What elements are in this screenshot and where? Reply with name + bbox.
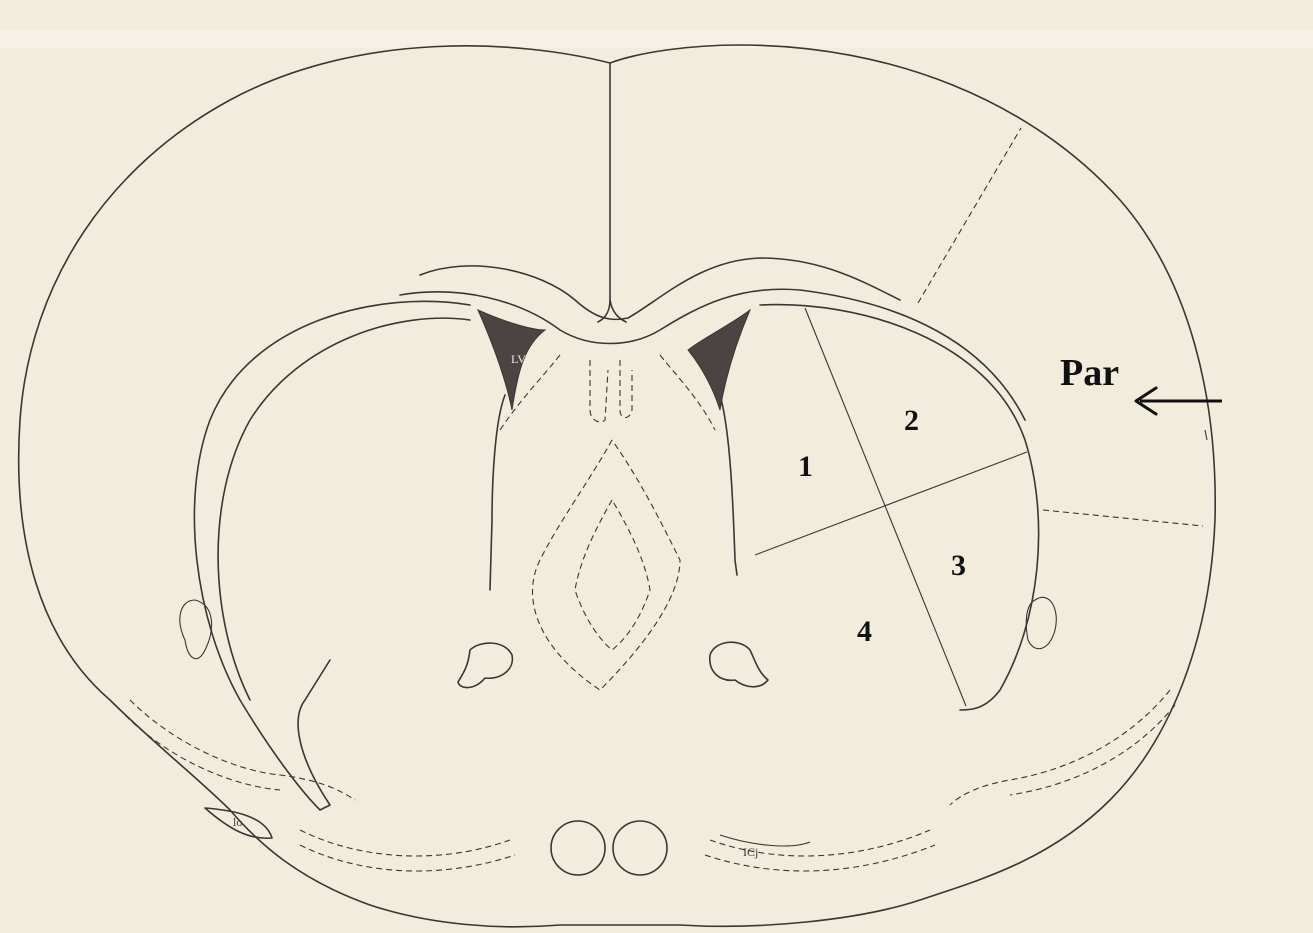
parietal-edge-tick: [1205, 430, 1207, 440]
region-label-3: 3: [951, 549, 966, 582]
paper-edge-band: [0, 30, 1313, 48]
quadrant-line-cross: [755, 452, 1027, 555]
corpus-callosum-upper: [420, 258, 900, 319]
parietal-boundary-lower: [1043, 510, 1203, 526]
left-bottom-label: lo: [233, 815, 242, 829]
ventricle-label: LV: [511, 352, 526, 366]
parietal-boundary-upper: [918, 128, 1021, 303]
right-anterior-commissure: [710, 642, 768, 687]
central-ridge-dashed-inner: [575, 500, 650, 650]
right-bottom-label: ICj: [743, 845, 758, 859]
left-inner-capsule: [218, 318, 470, 700]
central-ridge-dashed: [533, 440, 681, 690]
right-striatum-outline: [760, 305, 1039, 710]
ventral-left-dashed-2: [300, 845, 515, 871]
right-lateral-ventricle: [688, 310, 750, 410]
right-optic-circle: [613, 821, 667, 875]
quadrant-line-diagonal: [805, 308, 966, 706]
septum-dashed-right: [620, 360, 632, 418]
parietal-label: Par: [1060, 352, 1119, 394]
region-label-1: 1: [798, 450, 813, 483]
left-striatum-outline: [194, 301, 470, 810]
midline-fissure: [598, 63, 610, 322]
left-side-lobe: [180, 600, 212, 659]
left-striatum-medial: [490, 395, 505, 590]
right-striatum-medial: [720, 395, 737, 575]
ventral-left-dashed: [300, 830, 510, 856]
septum-dashed: [590, 360, 608, 422]
region-label-2: 2: [904, 404, 919, 437]
left-anterior-commissure: [458, 643, 512, 688]
right-bottom-pocket: [720, 835, 810, 846]
region-label-4: 4: [857, 615, 872, 648]
left-optic-circle: [551, 821, 605, 875]
right-ventral-dashed-band: [950, 690, 1170, 805]
